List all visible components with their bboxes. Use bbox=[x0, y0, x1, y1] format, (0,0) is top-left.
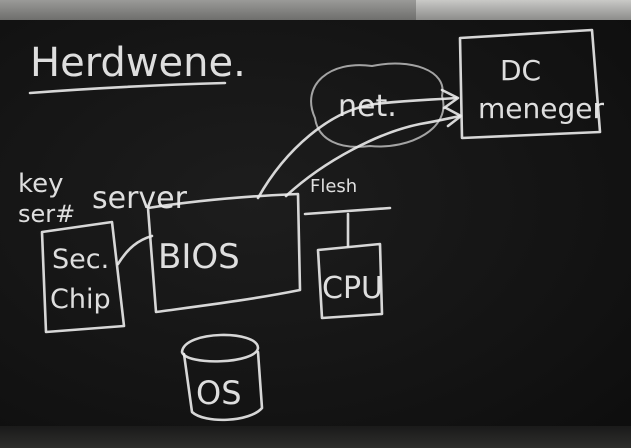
key-label: key bbox=[18, 169, 64, 199]
os-cylinder-top bbox=[180, 333, 260, 363]
chalk-tray bbox=[416, 0, 631, 20]
ser-label: ser# bbox=[18, 200, 75, 228]
cpu-label: CPU bbox=[322, 271, 383, 306]
heading-underline bbox=[28, 81, 227, 95]
sec-to-bios-link bbox=[116, 234, 154, 266]
sec-chip-line1: Sec. bbox=[52, 244, 109, 275]
bios-label: BIOS bbox=[158, 237, 240, 277]
os-label: OS bbox=[196, 374, 242, 412]
flash-label: Flesh bbox=[310, 176, 357, 197]
server-label: server bbox=[92, 181, 188, 216]
arrow-bios-to-dc bbox=[256, 96, 458, 200]
dc-manager-line1: DC bbox=[500, 54, 541, 87]
sec-chip-line2: Chip bbox=[50, 284, 111, 315]
arrow-cpu-to-dc bbox=[284, 114, 462, 198]
arrow-head-upper bbox=[440, 88, 460, 110]
arrow-head-lower bbox=[444, 106, 463, 128]
sec-chip-box bbox=[40, 220, 126, 334]
heading-text: Herdwene. bbox=[30, 40, 246, 86]
os-cylinder-body bbox=[182, 350, 264, 422]
dc-manager-box bbox=[458, 28, 602, 140]
board-ledge bbox=[0, 426, 631, 448]
bios-box bbox=[146, 192, 302, 314]
flash-bus-line bbox=[303, 206, 392, 216]
dc-manager-line2: meneger bbox=[478, 92, 604, 125]
cpu-box bbox=[316, 242, 384, 320]
